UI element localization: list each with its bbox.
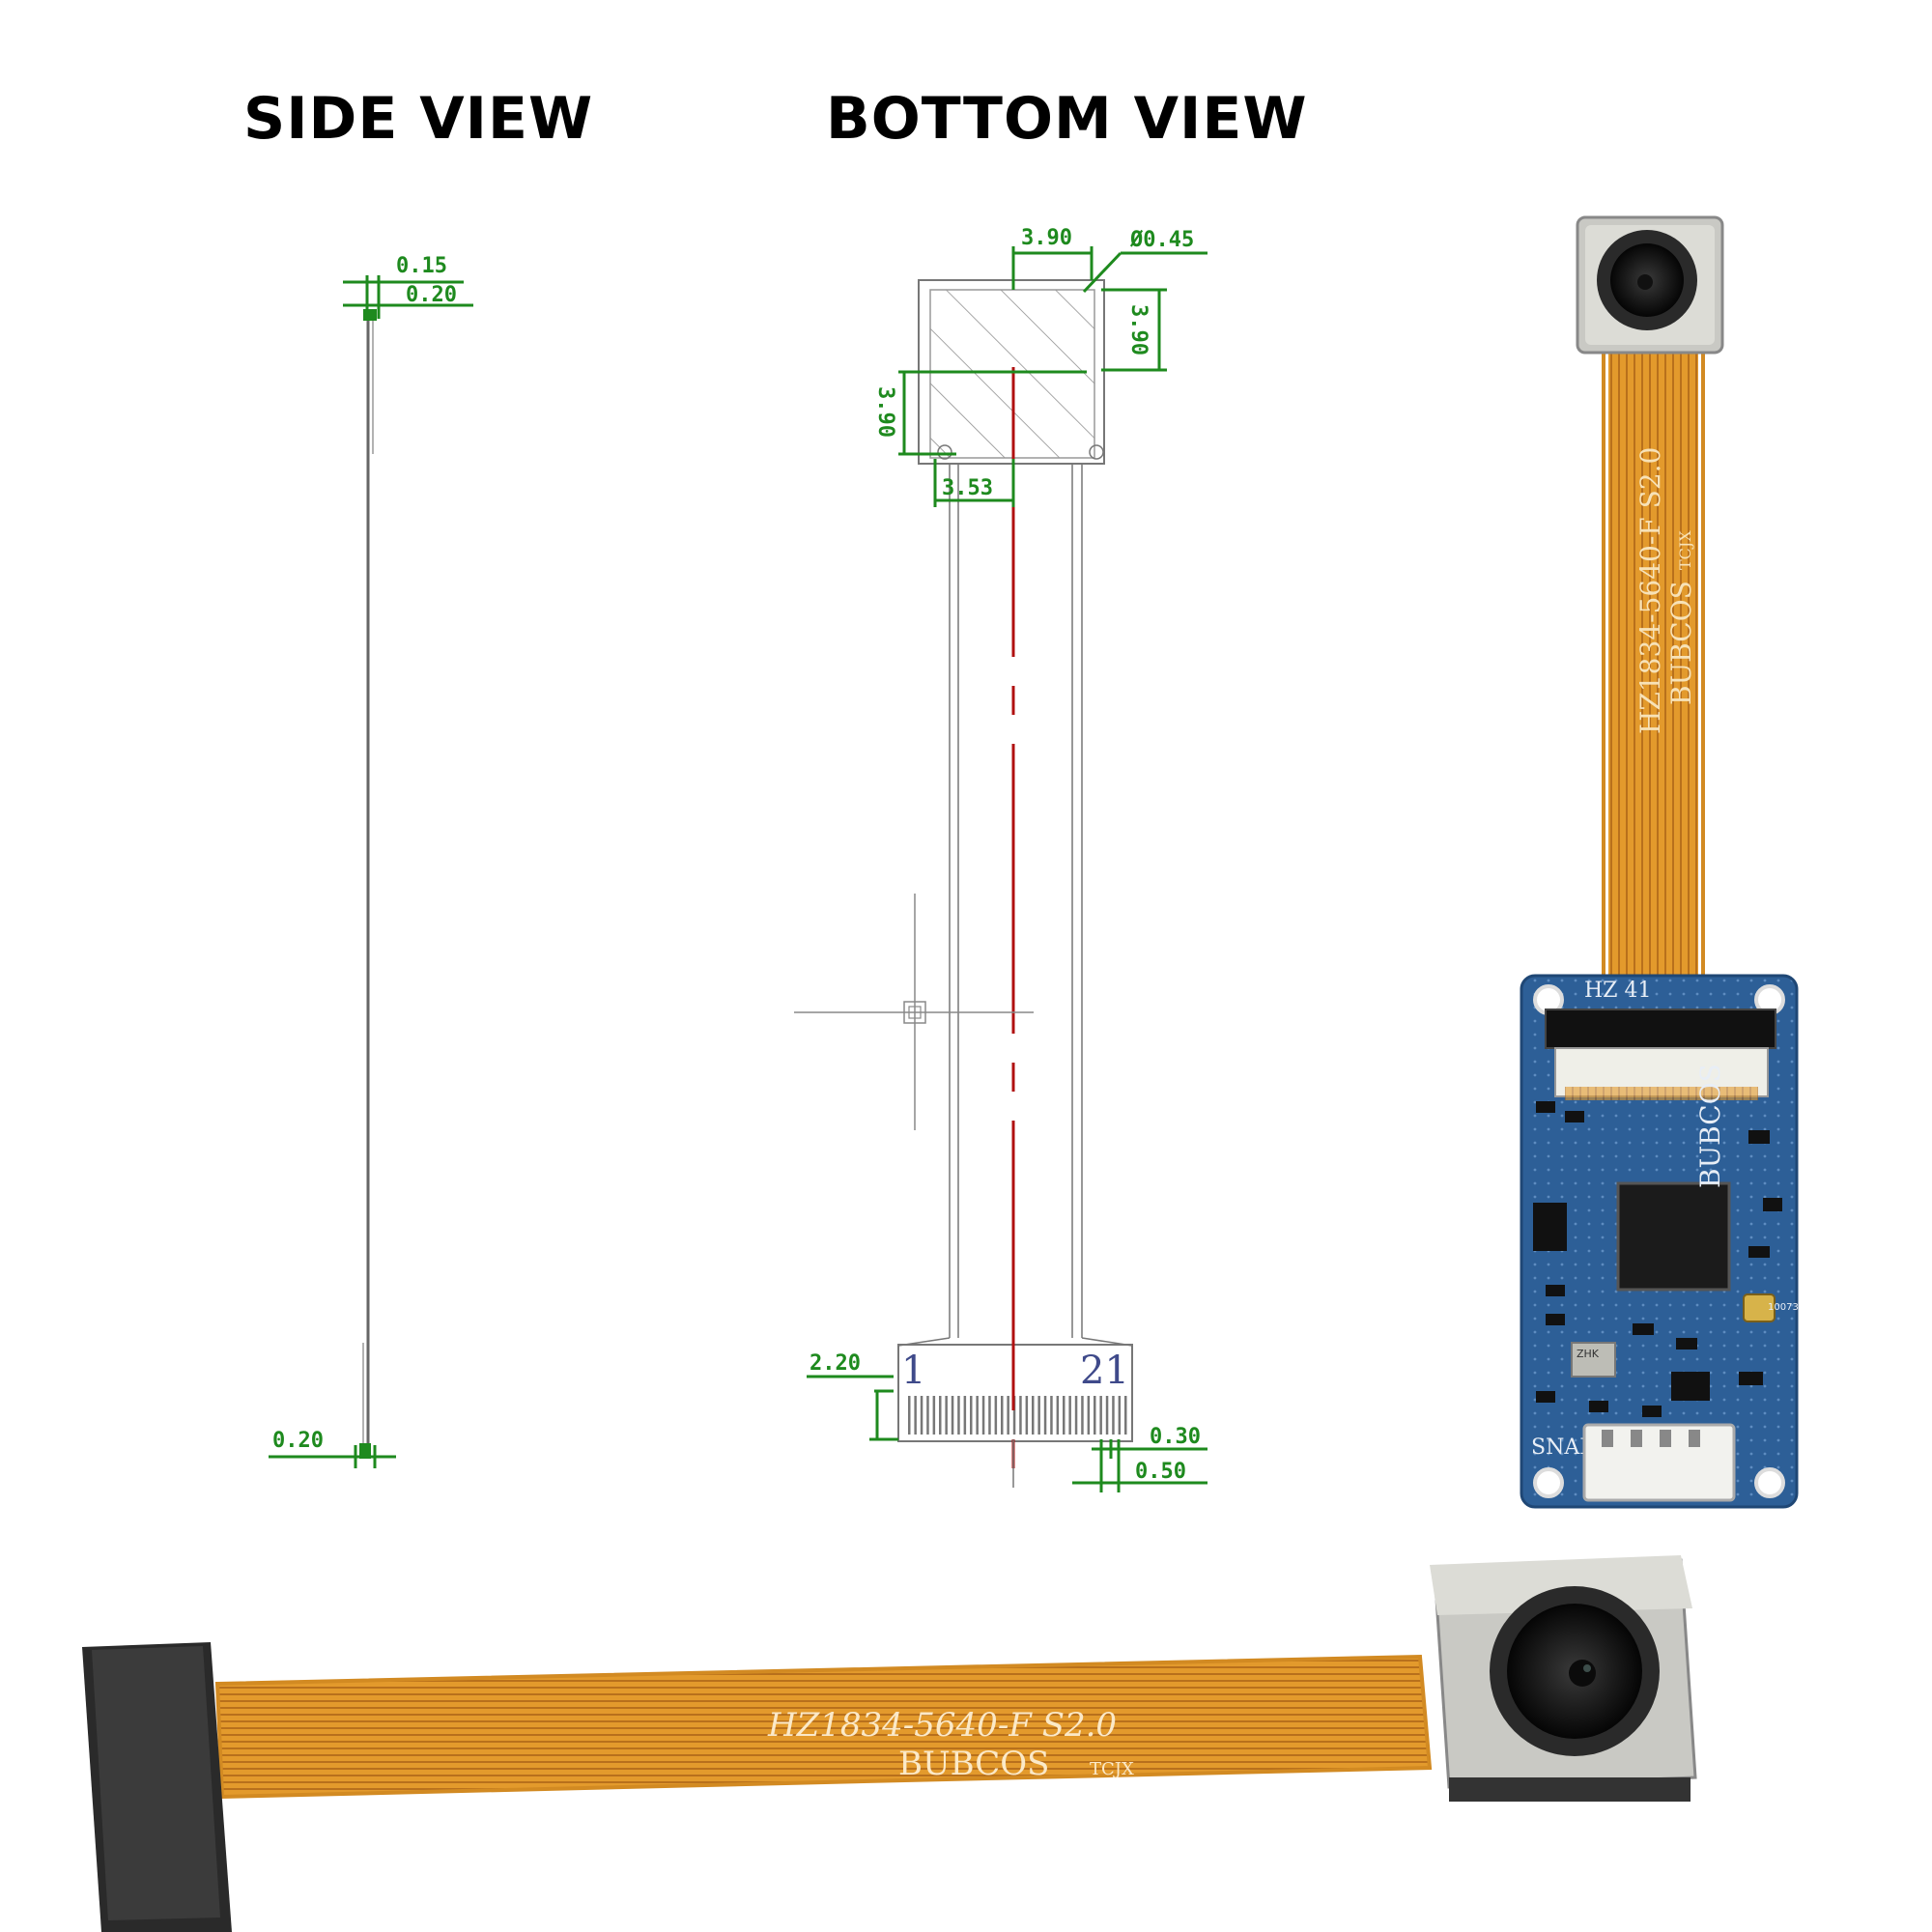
dim-pitch-030: 0.30 [1150, 1425, 1201, 1449]
microphone [1743, 1293, 1776, 1322]
connector-pin [988, 1396, 991, 1435]
connector-pin [994, 1396, 998, 1435]
connector-pin [1025, 1396, 1029, 1435]
connector-pin [1050, 1396, 1053, 1435]
connector-pin [1032, 1396, 1035, 1435]
side-dimensions: 0.15 0.20 0.20 [269, 254, 473, 1468]
bottom-dimensions: 3.90 Ø0.45 3.90 3.90 3.53 2.20 [807, 226, 1208, 1492]
svg-text:TCJX: TCJX [1090, 1759, 1134, 1779]
board-top-label: HZ 41 [1584, 979, 1651, 1003]
side-dim-020-bottom: 0.20 [272, 1429, 324, 1453]
crosshair-marker [794, 894, 1034, 1130]
connector-pin [1019, 1396, 1022, 1435]
connector-pin [939, 1396, 942, 1435]
bottom-view-title: BOTTOM VIEW [826, 85, 1308, 153]
svg-text:10073: 10073 [1768, 1302, 1799, 1313]
controller-chip [1616, 1181, 1731, 1292]
connector-pin [1074, 1396, 1078, 1435]
connector-pin [1124, 1396, 1127, 1435]
connector-pin [1112, 1396, 1115, 1435]
vertical-fpc [1608, 343, 1698, 980]
connector-pin [1001, 1396, 1004, 1435]
connector-pin [1056, 1396, 1060, 1435]
svg-text:TCJX: TCJX [1676, 530, 1694, 570]
connector-pin [1063, 1396, 1065, 1435]
vertical-fpc-print: HZ1834-5640-F S2.0 BUBCOS TCJX [1634, 447, 1697, 734]
svg-text:HZ1834-5640-F S2.0: HZ1834-5640-F S2.0 [1634, 447, 1666, 734]
bottom-view-drawing: 1 21 3.90 Ø0.45 3.90 3.90 [794, 226, 1208, 1492]
connector-pin [963, 1396, 967, 1435]
module-photo: HZ1834-5640-F S2.0 BUBCOS TCJX HZ 41 ZHK… [1520, 215, 1799, 1509]
side-dim-015: 0.15 [396, 254, 447, 278]
board-brand: BUBCOS [1694, 1064, 1726, 1188]
connector-pin [1081, 1396, 1084, 1435]
connector-pin [1043, 1396, 1047, 1435]
dim-height-left: 3.90 [873, 386, 897, 438]
ic-small-left [1533, 1203, 1567, 1251]
smd-components [1536, 1101, 1782, 1417]
dim-width-390: 3.90 [1021, 226, 1072, 250]
connector-pin [957, 1396, 960, 1435]
pin-21-label: 21 [1080, 1349, 1129, 1393]
connector-pin [1068, 1396, 1071, 1435]
svg-text:BUBCOS: BUBCOS [898, 1745, 1049, 1783]
pin-1-label: 1 [901, 1349, 925, 1393]
horizontal-fpc [217, 1657, 1430, 1797]
connector-pin [970, 1396, 973, 1435]
connector-pin [1118, 1396, 1122, 1435]
side-view-drawing: 0.15 0.20 0.20 [269, 254, 473, 1468]
connector-pin [908, 1396, 911, 1435]
svg-text:HZ1834-5640-F S2.0: HZ1834-5640-F S2.0 [767, 1706, 1117, 1745]
svg-text:BUBCOS: BUBCOS [1665, 581, 1697, 705]
connector-pin [1037, 1396, 1040, 1435]
connector-pin [1105, 1396, 1109, 1435]
horizontal-fpc-print: HZ1834-5640-F S2.0 BUBCOS TCJX [767, 1706, 1134, 1783]
connector-pin [920, 1396, 923, 1435]
connector-pin [951, 1396, 954, 1435]
connector-pin [1094, 1396, 1096, 1435]
dim-connector: 2.20 [810, 1351, 861, 1376]
bottom-photo: HZ1834-5640-F S2.0 BUBCOS TCJX [82, 1555, 1697, 1932]
connector-pin [932, 1396, 936, 1435]
dim-height-right: 3.90 [1126, 304, 1151, 355]
connector-pin [1087, 1396, 1091, 1435]
connector-pin [1012, 1396, 1016, 1435]
connector-pin [914, 1396, 917, 1435]
connector-pin [1007, 1396, 1009, 1435]
board-fpc-connector [1545, 1009, 1776, 1049]
connector-pin [981, 1396, 985, 1435]
crystal [1571, 1342, 1616, 1378]
side-dim-020-top: 0.20 [406, 283, 457, 307]
svg-text:ZHK: ZHK [1577, 1348, 1600, 1360]
dim-diameter: Ø0.45 [1129, 228, 1194, 252]
side-view-title: SIDE VIEW [243, 85, 594, 153]
connector-pin [926, 1396, 929, 1435]
connector-pin [1099, 1396, 1102, 1435]
connector-pins [908, 1396, 1127, 1435]
connector-outline [897, 1344, 1133, 1442]
connector-pin [976, 1396, 979, 1435]
dim-offset: 3.53 [942, 476, 993, 500]
connector-pin [945, 1396, 948, 1435]
dim-pitch-050: 0.50 [1135, 1460, 1186, 1484]
